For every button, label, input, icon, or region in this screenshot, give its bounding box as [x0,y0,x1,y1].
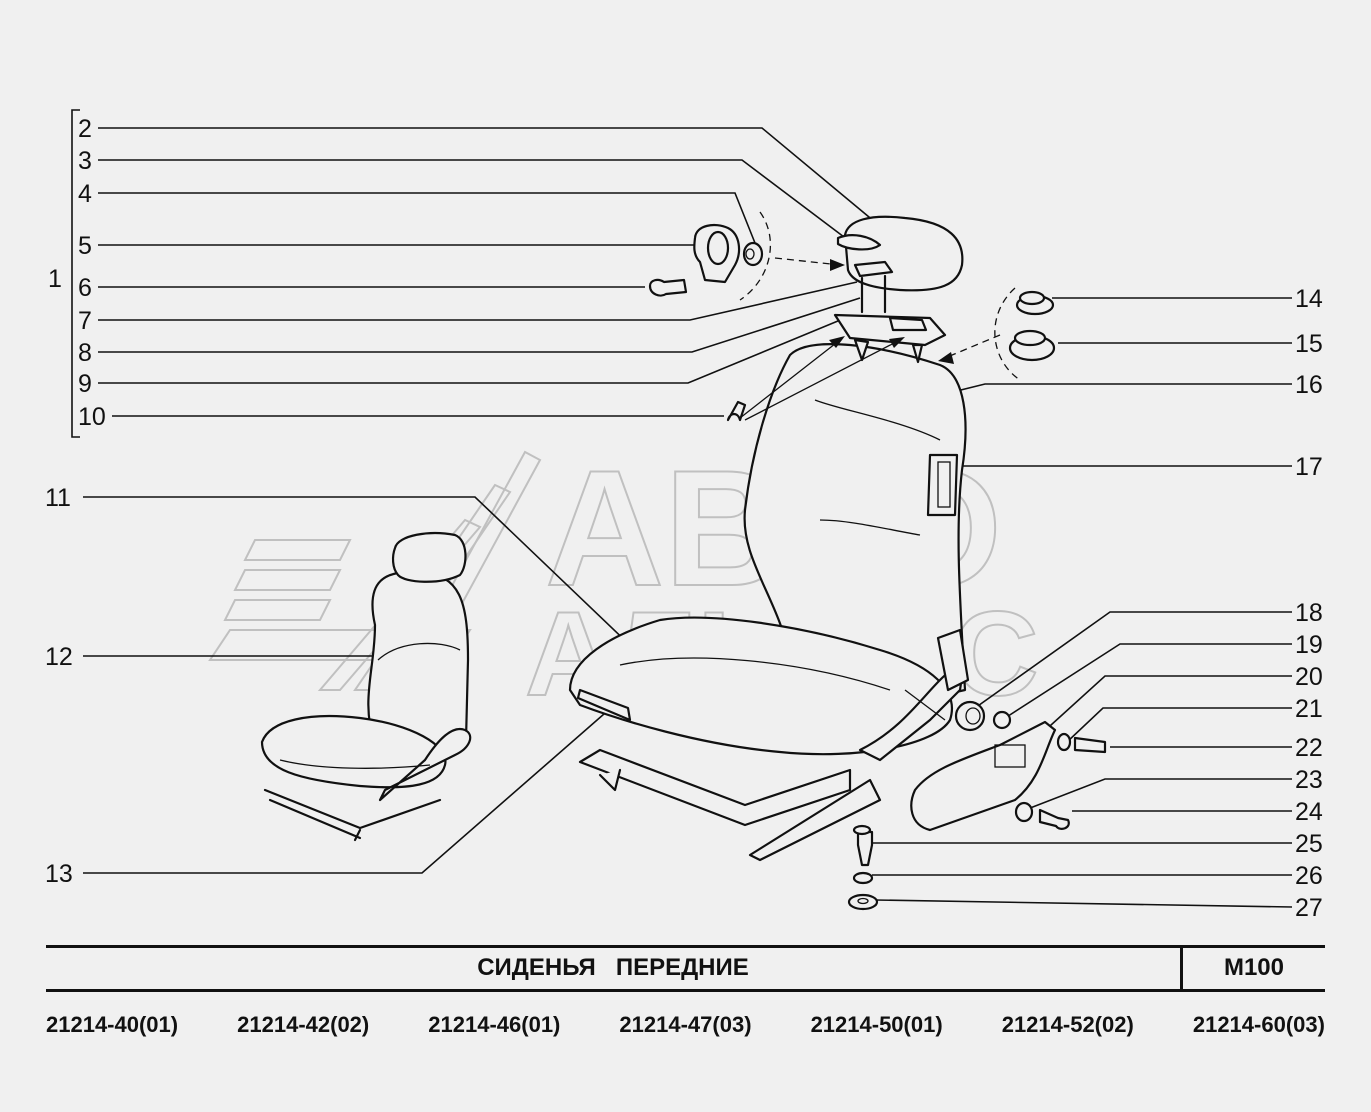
model-code: 21214-46(01) [428,1012,561,1037]
callout-24: 24 [1295,798,1323,826]
model-list: 21214-40(01) 21214-42(02) 21214-46(01) 2… [46,1012,1325,1038]
seat-main [568,342,970,862]
callout-13: 13 [45,860,73,888]
callout-14: 14 [1295,285,1323,313]
model-code: 21214-52(02) [1001,1012,1134,1037]
seat-variant-small [260,532,472,842]
caps-14-15 [1008,290,1056,362]
recliner-hardware [847,700,1107,911]
handle-17 [926,453,959,517]
callout-18: 18 [1295,599,1323,627]
headrest-fasteners [648,223,764,297]
callout-3: 3 [78,147,92,175]
model-code: 21214-42(02) [237,1012,370,1037]
callout-6: 6 [78,274,92,302]
callout-16: 16 [1295,371,1323,399]
callout-27: 27 [1295,894,1323,922]
callout-23: 23 [1295,766,1323,794]
callout-15: 15 [1295,330,1323,358]
diagram-code: М100 [1223,954,1285,981]
callout-12: 12 [45,643,73,671]
callout-26: 26 [1295,862,1323,890]
callout-11: 11 [45,484,71,512]
callout-7: 7 [78,307,92,335]
callout-labels: 1 2 3 4 5 6 7 8 9 10 11 12 13 14 15 16 1… [45,115,1323,922]
model-code: 21214-47(03) [619,1012,752,1037]
callout-9: 9 [78,370,92,398]
headrest-assembly [833,215,964,364]
callout-22: 22 [1295,734,1323,762]
model-code: 21214-40(01) [46,1012,179,1037]
diagram-title: СИДЕНЬЯ ПЕРЕДНИЕ [477,954,749,981]
model-code: 21214-50(01) [810,1012,943,1037]
callout-19: 19 [1295,631,1323,659]
callout-20: 20 [1295,663,1323,691]
group-1-bracket [71,109,80,438]
callout-2: 2 [78,115,92,143]
callout-25: 25 [1295,830,1323,858]
model-code: 21214-60(03) [1192,1012,1325,1037]
title-block-top-rule [46,945,1325,948]
callout-21: 21 [1295,695,1323,723]
callout-10: 10 [78,403,106,431]
title-block-bottom-rule [46,989,1325,992]
assembly-arrows [739,211,1021,421]
callout-8: 8 [78,339,92,367]
screw-10 [726,400,747,422]
callout-1: 1 [48,265,62,293]
callout-4: 4 [78,180,92,208]
callout-5: 5 [78,232,92,260]
callout-17: 17 [1295,453,1323,481]
title-block-divider [1180,945,1183,991]
